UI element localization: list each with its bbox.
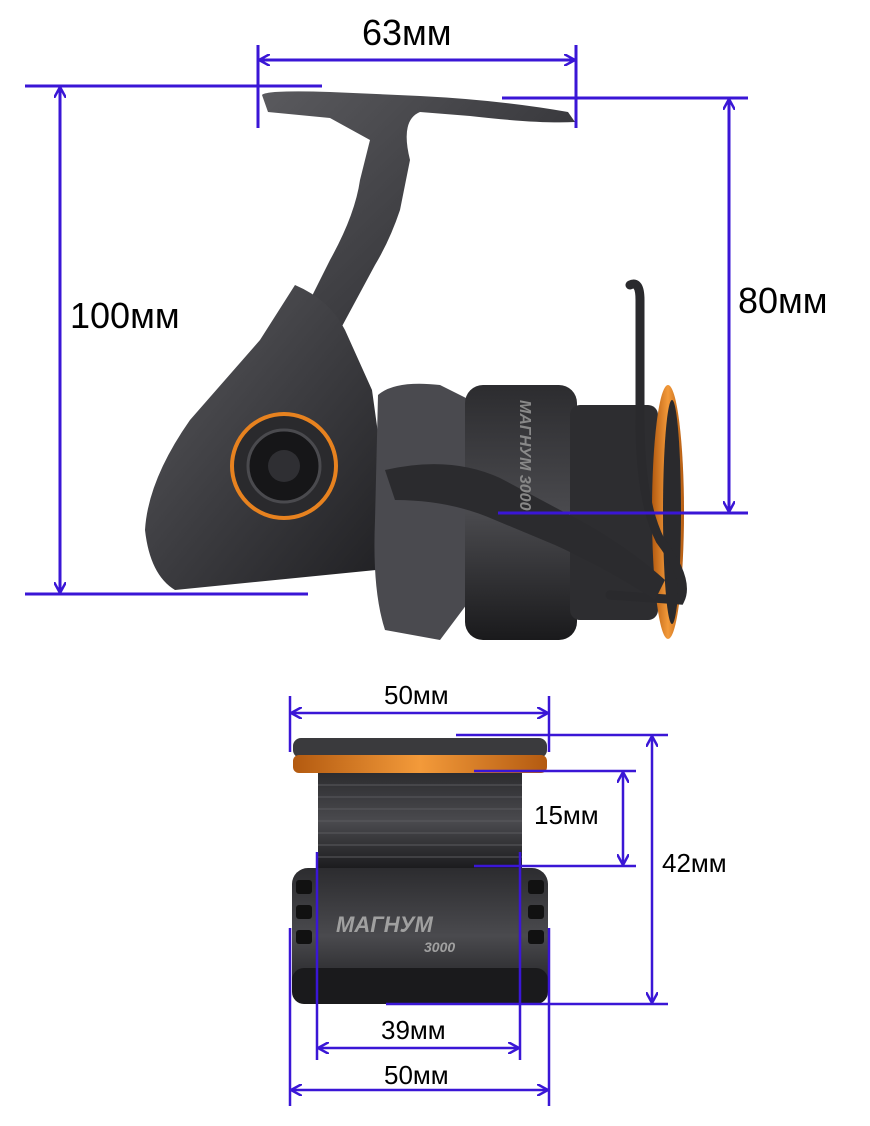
label-handle-width: 63мм (362, 12, 452, 53)
reel-bail-arm (385, 464, 665, 600)
label-spool-height: 42мм (662, 848, 727, 878)
spool-grooves (318, 784, 522, 858)
label-spool-top-diameter: 50мм (384, 680, 449, 710)
spool-skirt-band (292, 968, 548, 1004)
reel-knob-center (268, 450, 300, 482)
label-spool-inner-diameter: 39мм (381, 1015, 446, 1045)
reel-spool-brand: МАГНУМ 3000 (516, 400, 533, 511)
spool-dimension-lines (288, 696, 668, 1106)
label-spool-line-depth: 15мм (534, 800, 599, 830)
label-spool-bottom-diameter: 50мм (384, 1060, 449, 1090)
spool-top-flange (293, 738, 547, 758)
spool-illustration: МАГНУМ 3000 (292, 738, 548, 1004)
spool-model: 3000 (424, 939, 455, 955)
spool-skirt-ribs (296, 880, 544, 944)
reel-bail-wire (605, 279, 687, 605)
spool-brand: МАГНУМ (336, 912, 434, 937)
reel-dimension-lines (25, 45, 748, 596)
label-axis-height: 80мм (738, 280, 828, 321)
label-total-height: 100мм (70, 295, 180, 336)
reel-illustration: МАГНУМ 3000 (145, 91, 687, 640)
spool-orange-lip (293, 755, 547, 773)
